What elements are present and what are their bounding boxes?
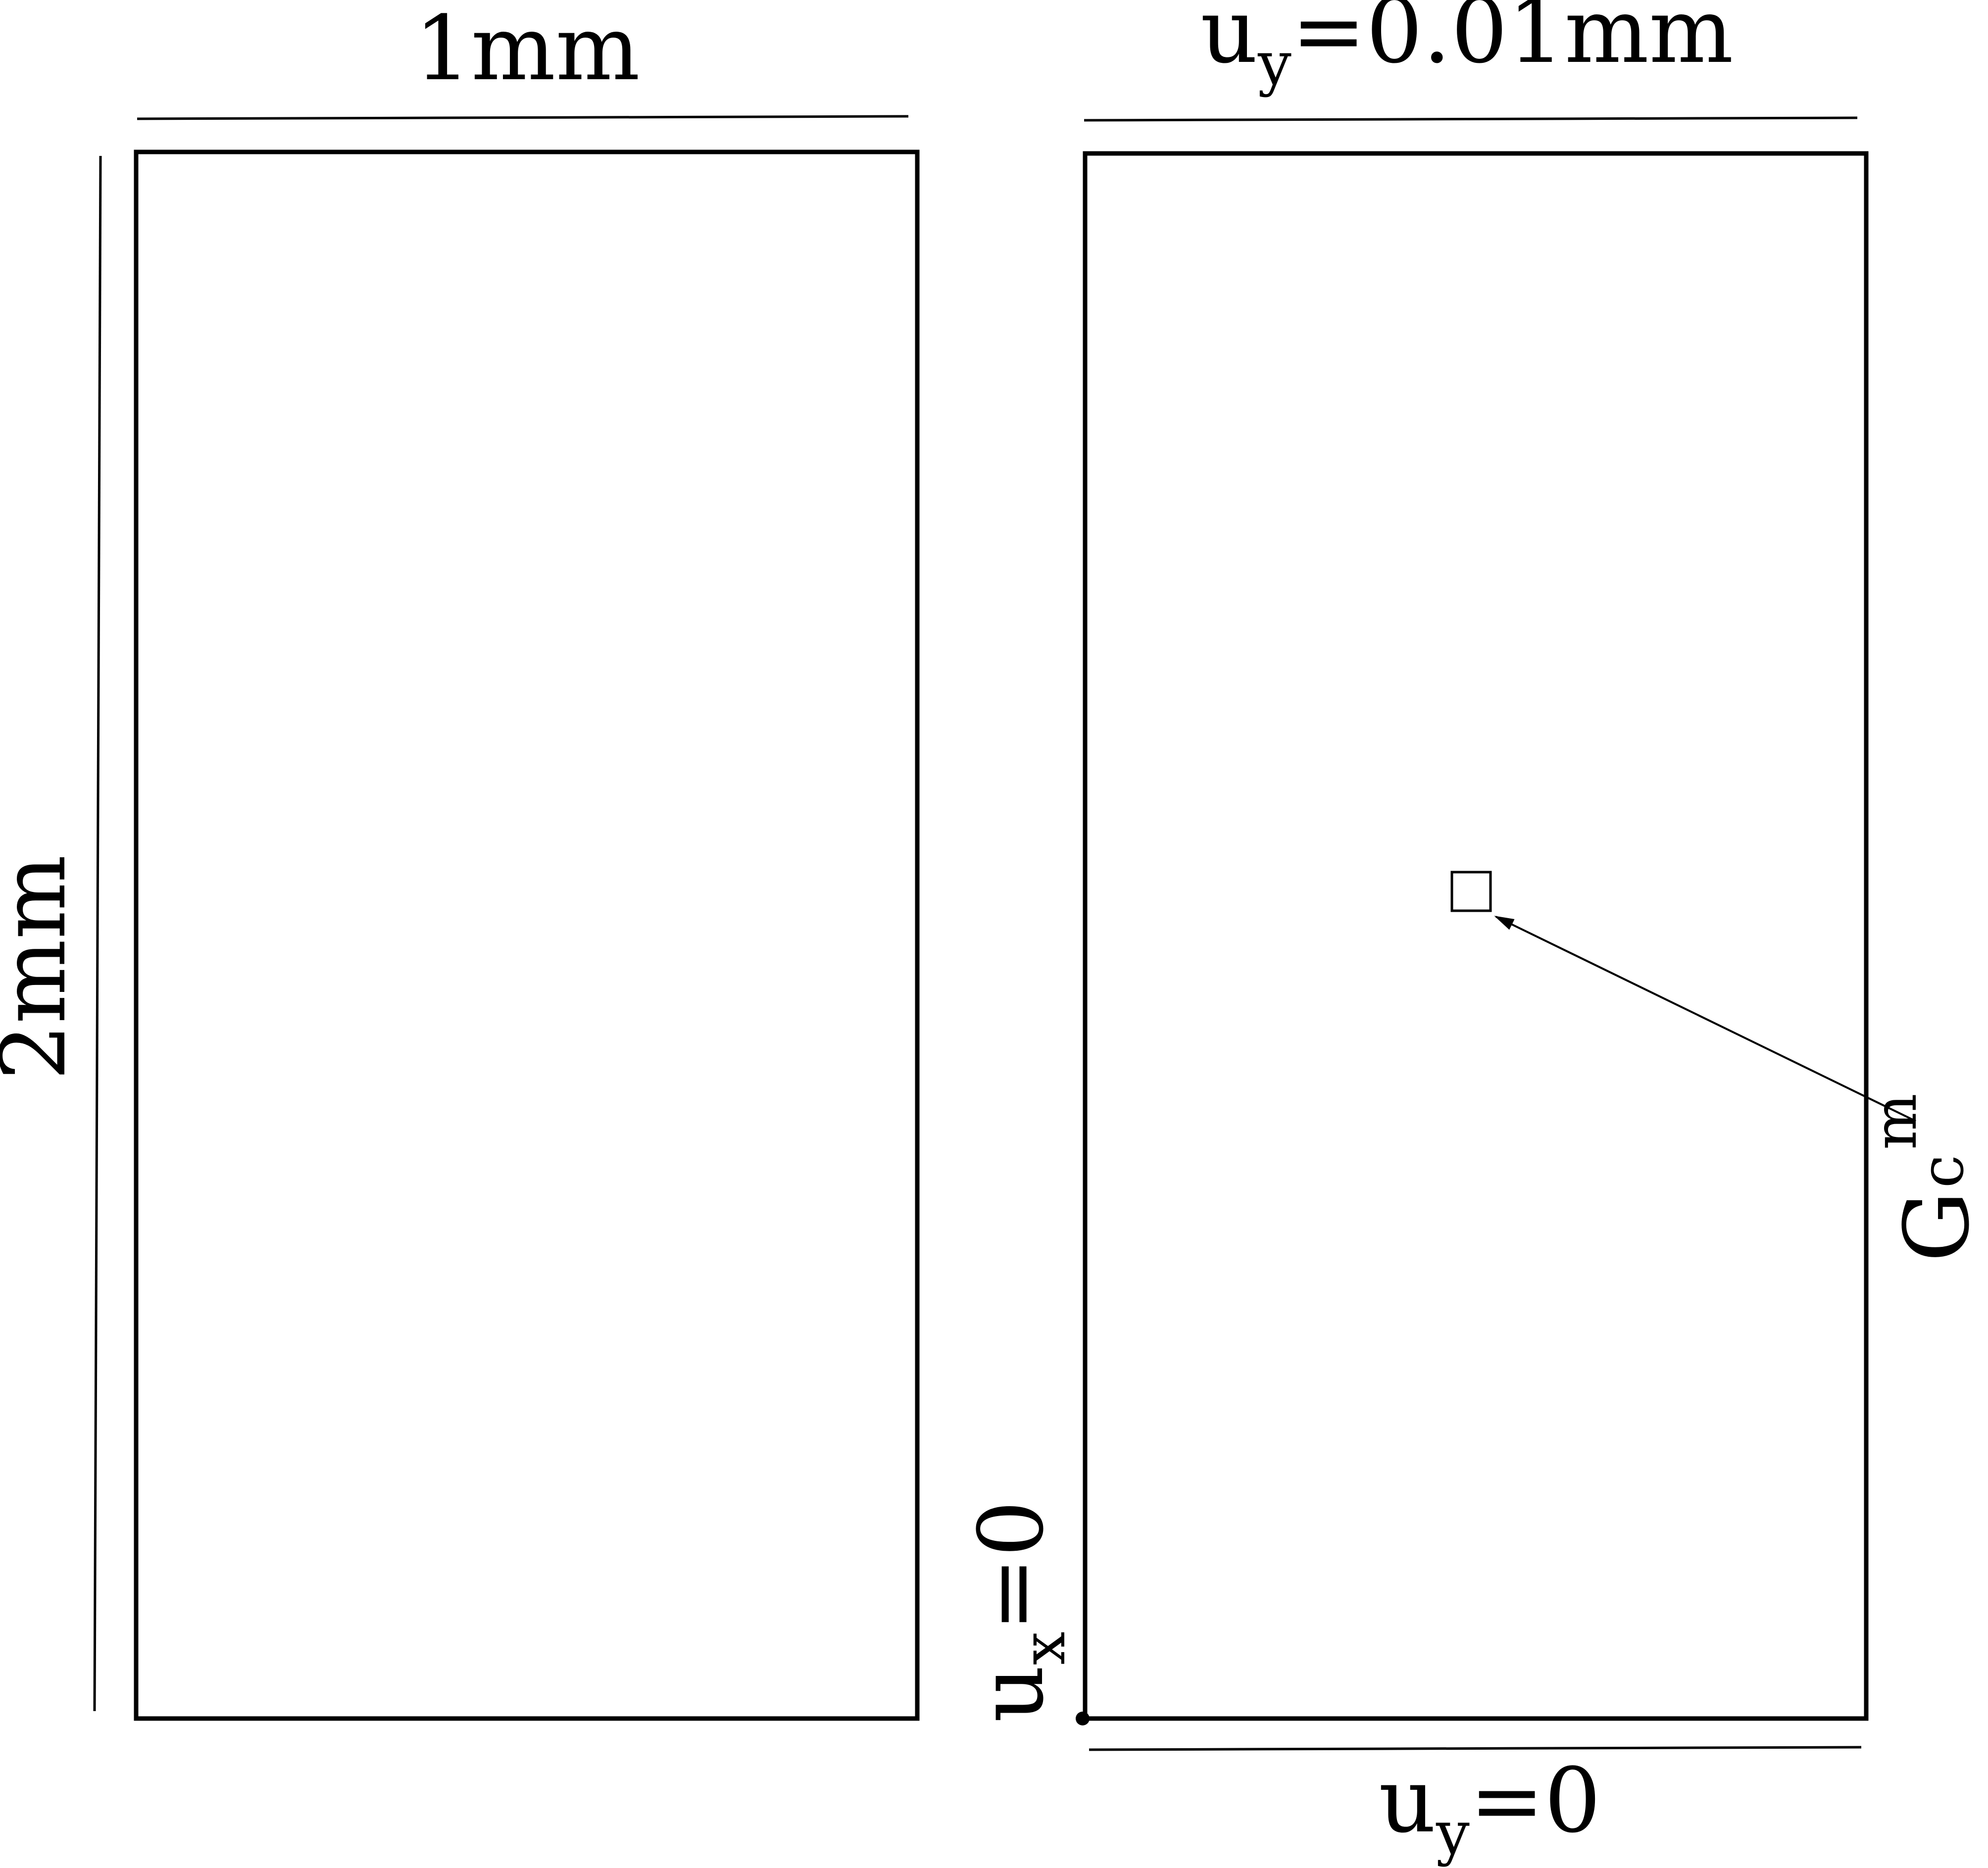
bottom-boundary-line bbox=[1089, 1746, 1862, 1751]
width-dimension-line bbox=[137, 115, 909, 120]
left-bc-label: ux=0 bbox=[960, 1500, 1079, 1722]
top-bc-label: uy=0.01mm bbox=[1200, 0, 1734, 98]
right-domain-rect bbox=[1083, 151, 1869, 1721]
top-boundary-line bbox=[1084, 116, 1858, 122]
width-label: 1mm bbox=[414, 0, 640, 100]
left-domain-rect bbox=[134, 149, 920, 1721]
fixed-corner-point bbox=[1076, 1712, 1090, 1725]
material-point-square bbox=[1450, 871, 1492, 912]
leader-arrow bbox=[1494, 916, 1916, 1122]
fracture-energy-label: Gcm bbox=[1861, 1093, 1988, 1262]
left-specimen: 1mm 2mm bbox=[0, 0, 920, 1721]
height-dimension-line bbox=[93, 155, 102, 1712]
height-label: 2mm bbox=[0, 855, 86, 1081]
right-specimen: uy=0.01mm uy=0 ux=0 Gcm bbox=[960, 0, 1988, 1868]
bottom-bc-label: uy=0 bbox=[1379, 1749, 1601, 1868]
